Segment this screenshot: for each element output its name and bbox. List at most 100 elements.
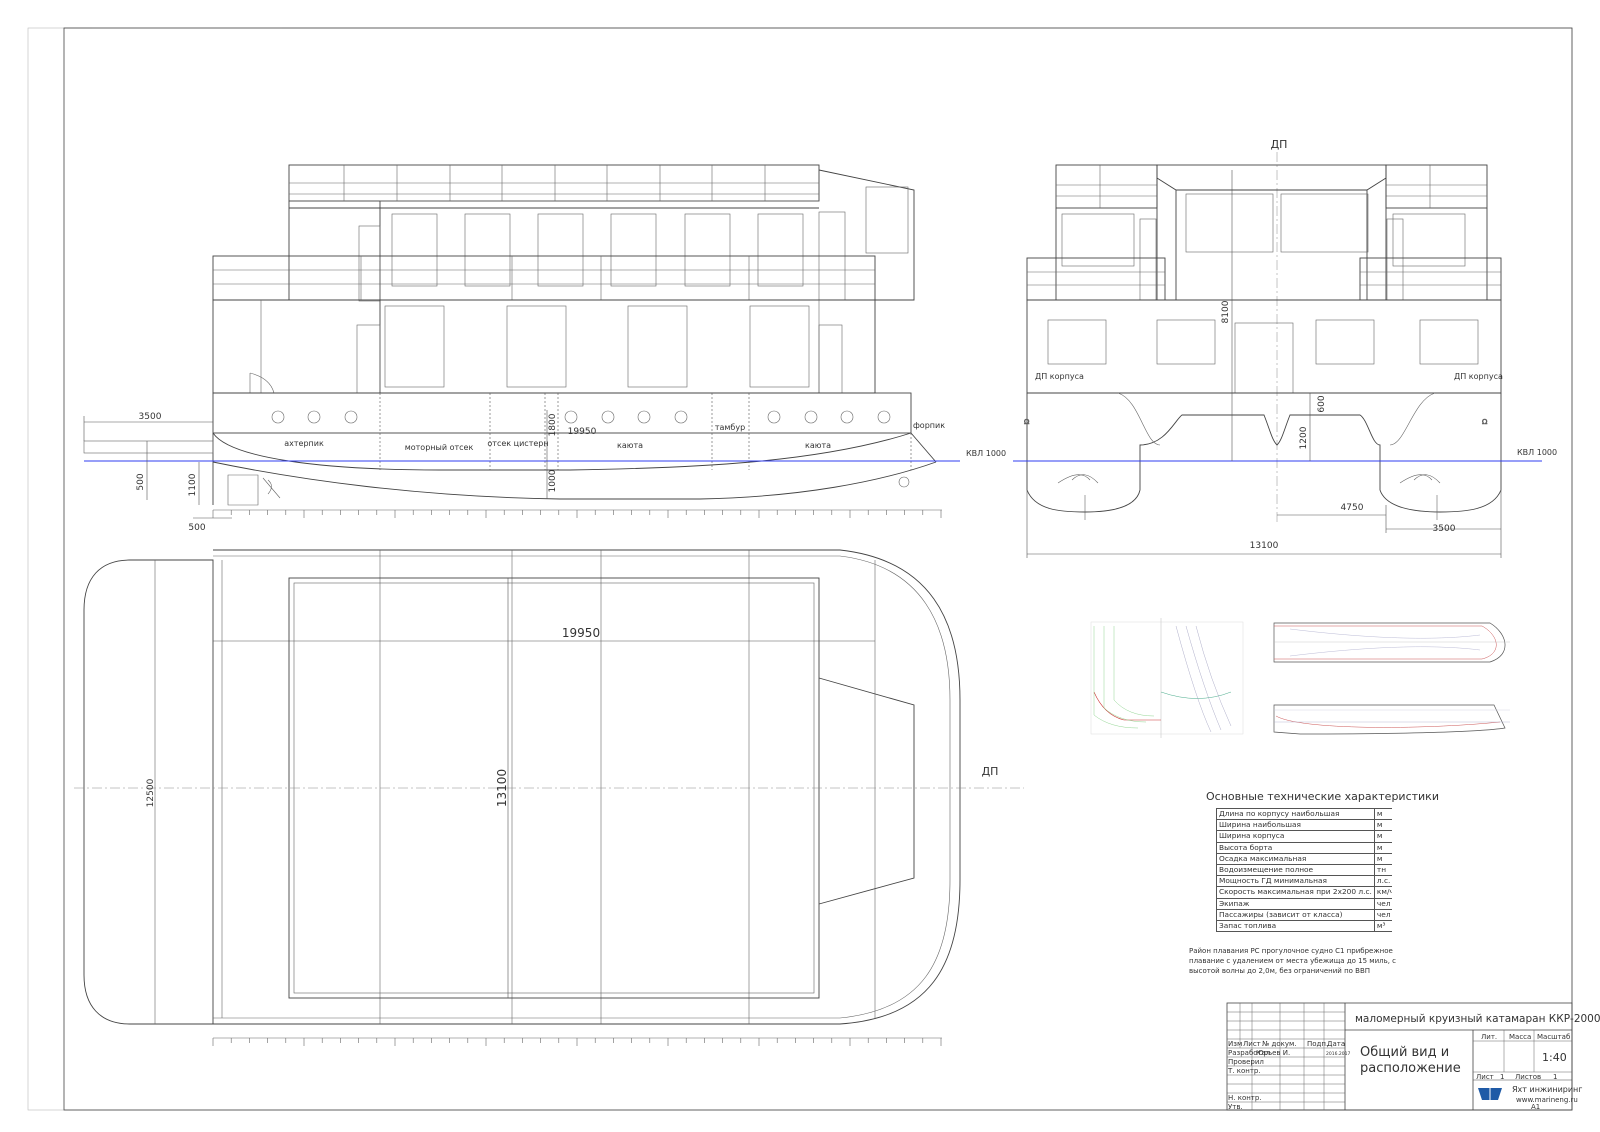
label-tanks: отсек цистерн <box>487 439 548 448</box>
kvl-label-front: КВЛ 1000 <box>1517 448 1557 457</box>
label-cabin-2: каюта <box>805 441 831 450</box>
sheet-format: A1 <box>1531 1103 1540 1111</box>
spec-row: Водоизмещение полноетн110 <box>1216 863 1392 877</box>
spec-unit: м <box>1373 841 1392 854</box>
spec-unit: м³ <box>1373 919 1392 933</box>
inner-frame <box>63 27 1573 1111</box>
spec-unit: м <box>1373 852 1392 865</box>
specs-note-line-3: высотой волны до 2,0м, без ограничений п… <box>1189 967 1370 975</box>
dim-19950-side: 19950 <box>568 427 597 437</box>
spec-name: Скорость максимальная при 2х200 л.с. <box>1216 886 1375 899</box>
role-utv: Утв. <box>1228 1103 1243 1111</box>
spec-unit: чел <box>1373 908 1392 921</box>
dim-8100: 8100 <box>1221 300 1231 323</box>
svg-text:Ω: Ω <box>1482 418 1488 426</box>
dim-13100-front: 13100 <box>1250 541 1279 551</box>
spec-row: Осадка максимальнаям1,1 <box>1216 852 1392 865</box>
body-plan-drawing <box>1090 618 1244 738</box>
dim-500-left: 500 <box>136 473 146 490</box>
kvl-label-side: КВЛ 1000 <box>966 449 1006 458</box>
spec-row: Высота бортам2,8 <box>1216 841 1392 854</box>
sheet-title-line-2: расположение <box>1360 1061 1461 1076</box>
listov-num: 1 <box>1553 1073 1557 1081</box>
spec-row: Запас топливам³6 <box>1216 919 1392 933</box>
dim-600: 600 <box>1317 395 1327 412</box>
spec-unit: м <box>1373 830 1392 843</box>
spec-name: Мощность ГД минимальная <box>1216 875 1375 888</box>
front-view: Ω Ω ДП 8100 ДП корпуса ДП корпуса 600 12… <box>1013 138 1557 558</box>
dp-label-front: ДП <box>1271 138 1288 151</box>
specs-title: Основные технические характеристики <box>1206 790 1439 803</box>
spec-name: Пассажиры (зависит от класса) <box>1216 908 1375 921</box>
spec-row: Экипажчел2 <box>1216 897 1392 910</box>
dim-12500: 12500 <box>146 778 156 807</box>
scale-value: 1:40 <box>1542 1051 1567 1064</box>
spec-name: Ширина наибольшая <box>1216 819 1375 832</box>
listov-label: Листов <box>1515 1073 1541 1081</box>
dim-3500-side: 3500 <box>139 412 162 422</box>
role-prov: Проверил <box>1228 1058 1264 1066</box>
spec-unit: км/ч <box>1373 886 1392 899</box>
col-doc: № докум. <box>1262 1040 1297 1048</box>
spec-name: Водоизмещение полное <box>1216 863 1375 877</box>
company-name: Яхт инжиниринг <box>1512 1085 1582 1094</box>
spec-name: Высота борта <box>1216 841 1375 854</box>
spec-unit: м <box>1373 808 1392 821</box>
company-website: www.marineng.ru <box>1516 1096 1578 1104</box>
label-forpik: форпик <box>913 421 945 430</box>
list-num: 1 <box>1500 1073 1504 1081</box>
spec-row: Ширина корпусам3,5 <box>1216 830 1392 843</box>
dim-13100-plan: 13100 <box>495 769 509 807</box>
plan-view: 19950 12500 13100 ДП <box>74 549 1024 1046</box>
col-podp: Подп. <box>1307 1040 1328 1048</box>
date-razrab: 2016.2017 <box>1326 1051 1350 1057</box>
spec-row: Ширина наибольшаям13,1 <box>1216 819 1392 832</box>
list-label: Лист <box>1476 1073 1494 1081</box>
col-list: Лист <box>1243 1040 1261 1048</box>
specs-table: Длина по корпусу наибольшаям19,95Ширина … <box>1216 808 1392 933</box>
title-block: маломерный круизный катамаран ККР-2000 О… <box>1226 1002 1600 1111</box>
role-nkontr: Н. контр. <box>1228 1094 1262 1102</box>
half-breadth-plan-drawing <box>1273 622 1510 663</box>
spec-name: Длина по корпусу наибольшая <box>1216 808 1375 821</box>
spec-unit: л.с. <box>1373 875 1392 888</box>
project-title: маломерный круизный катамаран ККР-2000 <box>1355 1013 1600 1025</box>
label-tambur: тамбур <box>715 423 745 432</box>
dim-3500-front: 3500 <box>1433 524 1456 534</box>
dim-1000: 1000 <box>548 469 558 492</box>
dim-4750: 4750 <box>1341 503 1364 513</box>
spec-row: Длина по корпусу наибольшаям19,95 <box>1216 808 1392 821</box>
spec-unit: тн <box>1373 863 1392 877</box>
role-tkontr: Т. контр. <box>1227 1067 1261 1075</box>
dim-19950-plan: 19950 <box>562 626 600 640</box>
profile-lines-drawing <box>1273 704 1510 735</box>
dim-1100: 1100 <box>188 473 198 496</box>
name-razrab: Юрьев И. <box>1256 1049 1290 1057</box>
svg-text:Ω: Ω <box>1024 418 1030 426</box>
label-motor: моторный отсек <box>405 443 474 452</box>
dim-1200: 1200 <box>1299 426 1309 449</box>
spec-name: Осадка максимальная <box>1216 852 1375 865</box>
lit-label: Лит. <box>1481 1033 1497 1041</box>
spec-row: Пассажиры (зависит от класса)чел10-16 <box>1216 908 1392 921</box>
col-data: Дата <box>1327 1040 1345 1048</box>
side-view: 3500 500 1100 500 19950 1800 1000 КВЛ 10… <box>83 164 1006 533</box>
spec-row: Скорость максимальная при 2х200 л.с.км/ч… <box>1216 886 1392 899</box>
dp-hull-right: ДП корпуса <box>1454 372 1503 381</box>
dim-500-bottom: 500 <box>188 523 205 533</box>
massa-label: Масса <box>1509 1033 1531 1041</box>
spec-name: Ширина корпуса <box>1216 830 1375 843</box>
spec-unit: чел <box>1373 897 1392 910</box>
company-logo <box>1478 1086 1502 1100</box>
label-ahterpik: ахтерпик <box>284 439 324 448</box>
spec-name: Запас топлива <box>1216 919 1375 933</box>
specs-note-line-1: Район плавания РС прогулочное судно С1 п… <box>1189 947 1393 955</box>
dim-1800: 1800 <box>548 413 558 436</box>
col-izm: Изм <box>1228 1040 1242 1048</box>
role-razrab: Разработал <box>1228 1049 1270 1057</box>
sheet-title-line-1: Общий вид и <box>1360 1045 1449 1060</box>
specs-note-line-2: плавание с удалением от места убежища до… <box>1189 957 1396 965</box>
masshtab-label: Масштаб <box>1537 1033 1570 1041</box>
spec-unit: м <box>1373 819 1392 832</box>
